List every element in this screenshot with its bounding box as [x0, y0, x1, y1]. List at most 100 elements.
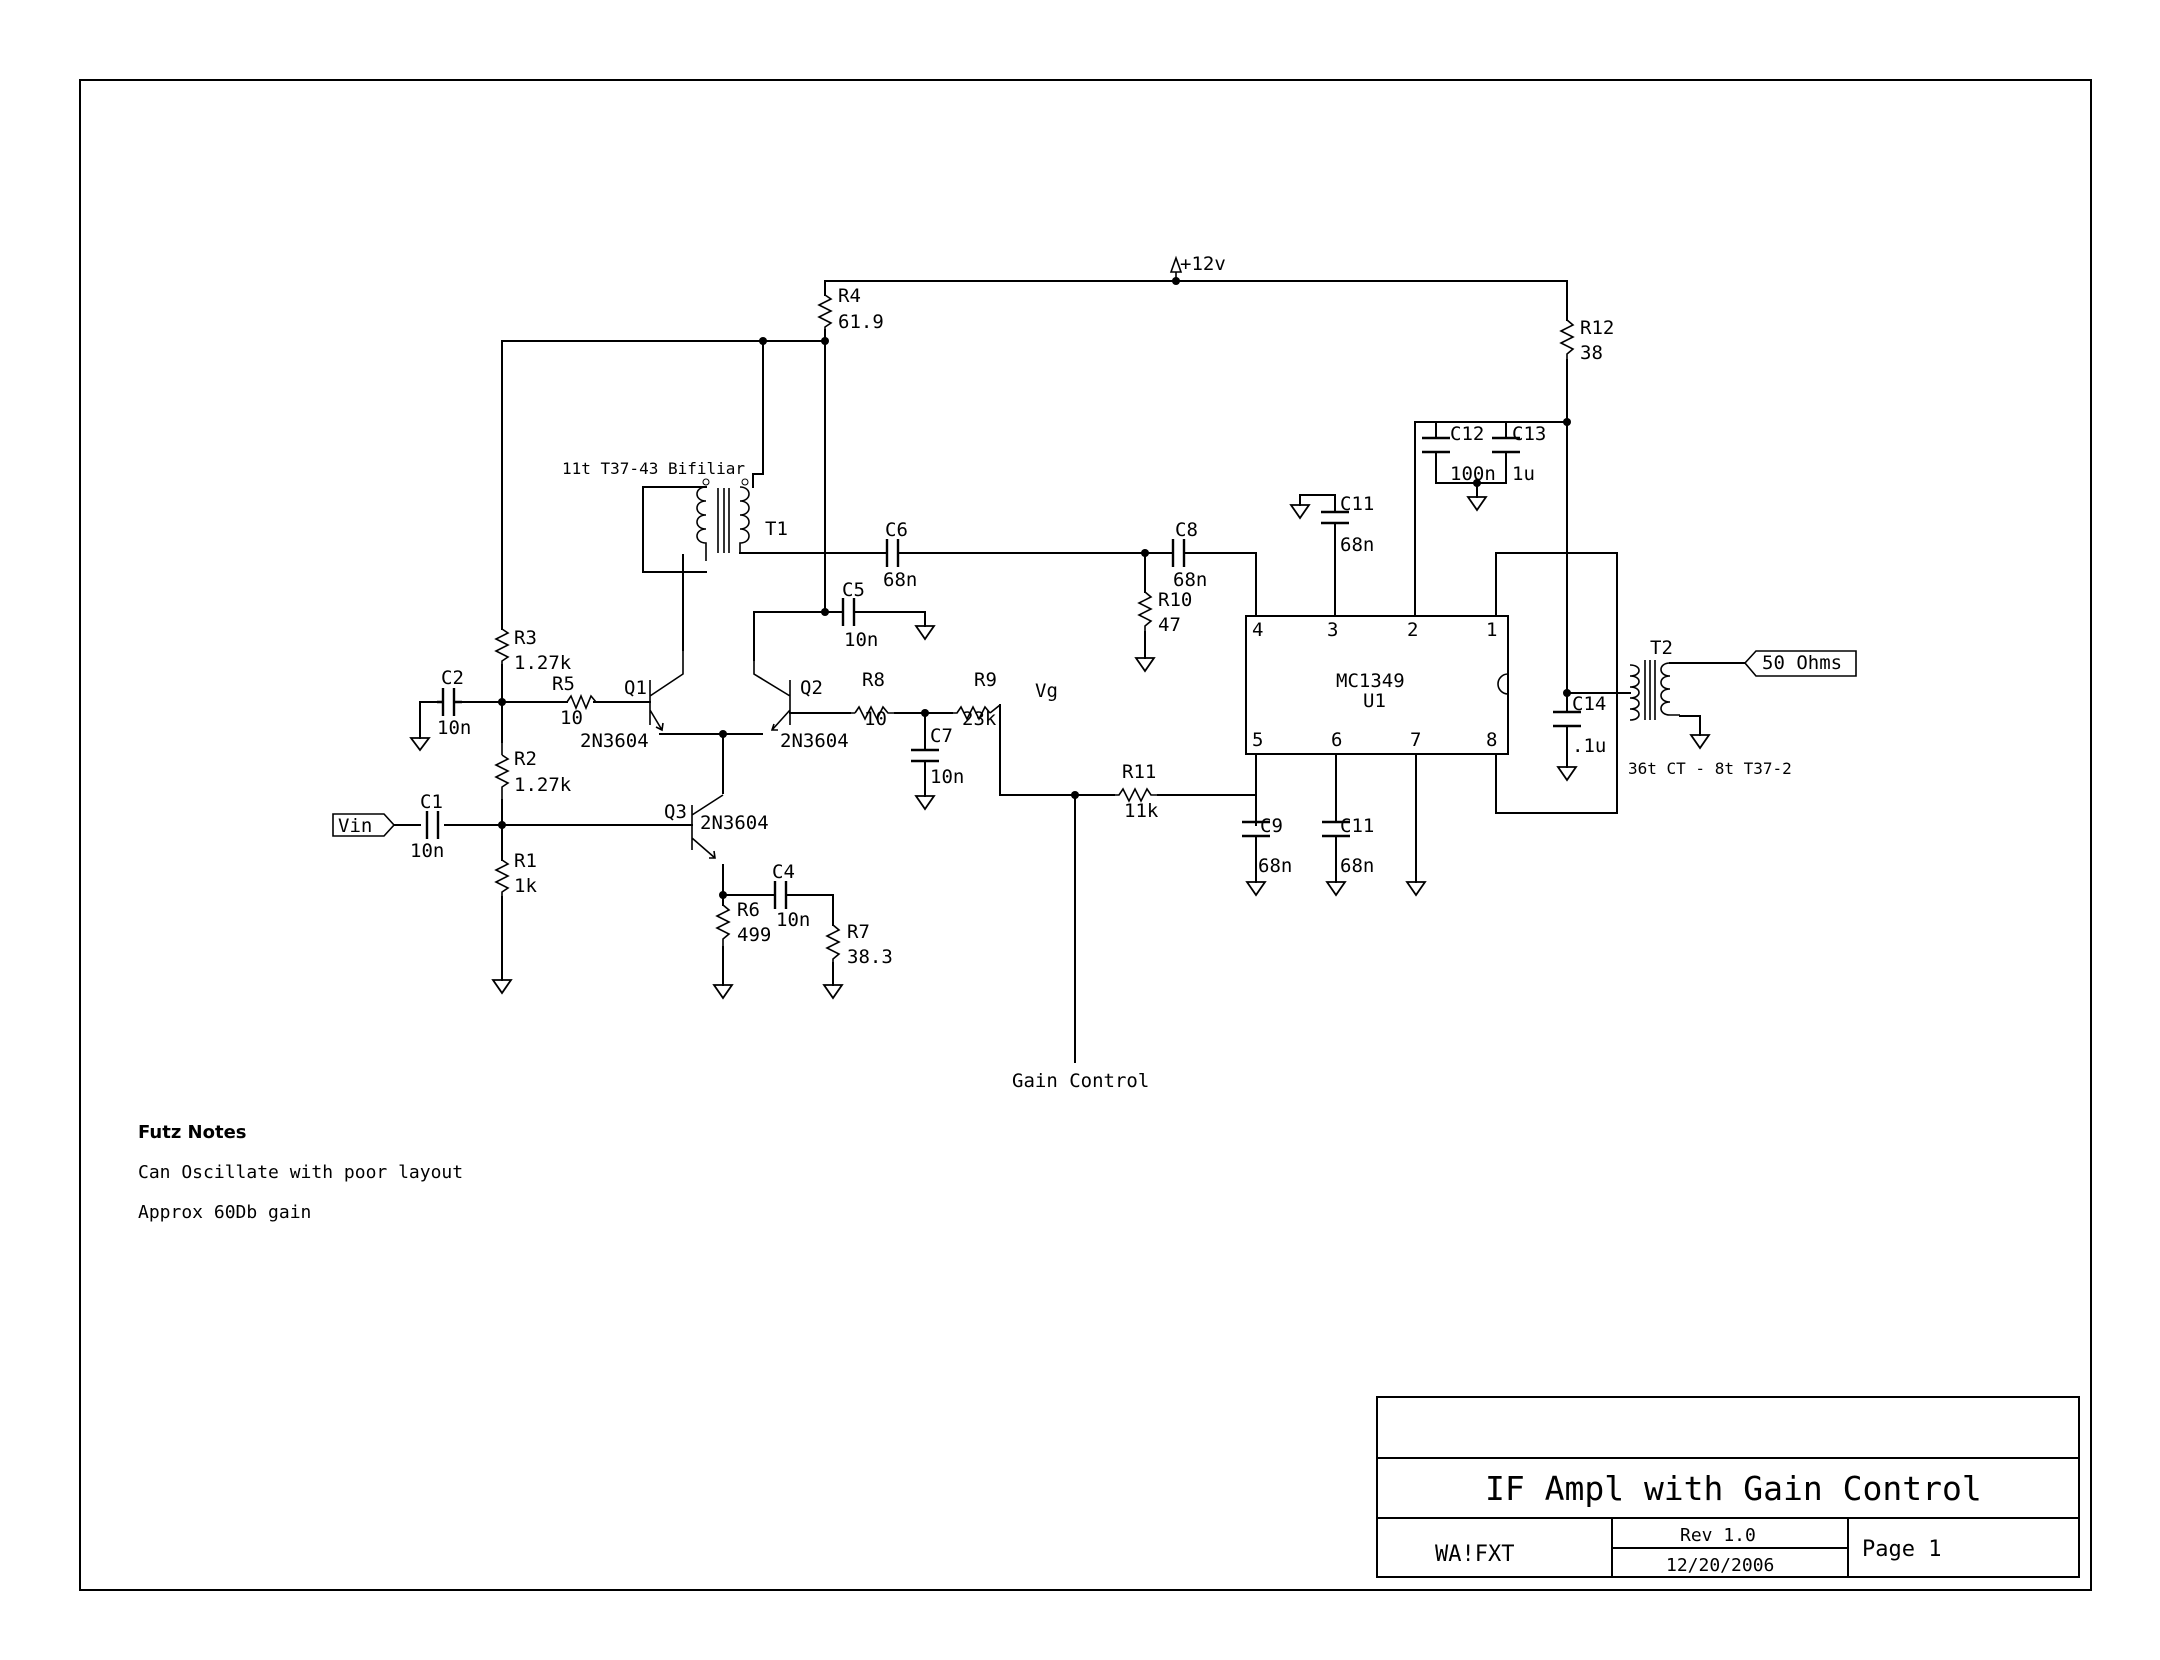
- ground-icon: [712, 984, 734, 1000]
- r10-ref: R10: [1158, 589, 1192, 611]
- ic-pin-2: 2: [1407, 619, 1418, 641]
- ground-icon: [1556, 766, 1578, 782]
- ground-icon: [409, 737, 431, 752]
- capacitor-c6-icon: [885, 539, 900, 567]
- transistor-q3-icon: [691, 794, 724, 859]
- c1-value: 10n: [410, 840, 444, 862]
- capacitor-c8-icon: [1171, 539, 1186, 567]
- transistor-q2-icon: [753, 660, 791, 731]
- r7-value: 38.3: [847, 946, 893, 968]
- resistor-r1-icon: [494, 859, 510, 897]
- r3-ref: R3: [514, 627, 537, 649]
- c1-ref: C1: [420, 791, 443, 813]
- title-block-author: WA!FXT: [1435, 1542, 1514, 1567]
- output-port: [1743, 650, 1857, 677]
- c6-value: 68n: [883, 569, 917, 591]
- c7-ref: C7: [930, 725, 953, 747]
- output-port-label: 50 Ohms: [1762, 652, 1842, 674]
- t2-desc: 36t CT - 8t T37-2: [1628, 759, 1792, 778]
- ground-icon: [1466, 496, 1488, 512]
- supply-arrow-icon: [1169, 255, 1183, 281]
- ic-pin-labels: 4 3 2 1 5 6 7 8: [1252, 619, 1497, 751]
- c13-value-final: 1u: [1512, 463, 1535, 485]
- ground-icon: [914, 795, 936, 811]
- c2-ref: C2: [441, 667, 464, 689]
- component-labels: R4 61.9 R12 38 R3 1.27k R5 10 C2 10n Q1 …: [410, 285, 1792, 1092]
- capacitor-c7-icon: [911, 748, 939, 763]
- r7-ref: R7: [847, 921, 870, 943]
- r1-value: 1k: [514, 875, 537, 897]
- notes-line-2: Approx 60Db gain: [138, 1202, 311, 1223]
- c2-value: 10n: [437, 717, 471, 739]
- notes-title: Futz Notes: [138, 1122, 247, 1143]
- resistor-r3-icon: [494, 628, 510, 665]
- q2-ref: Q2: [800, 677, 823, 699]
- resistor-r7-icon: [825, 924, 841, 963]
- r12-ref: R12: [1580, 317, 1614, 339]
- c6-ref: C6: [885, 519, 908, 541]
- capacitor-c12-icon: [1422, 436, 1450, 454]
- ic-part-label: MC1349: [1336, 670, 1405, 692]
- ic-pin-5: 5: [1252, 729, 1263, 751]
- ground-symbols: [409, 496, 1711, 1000]
- gain-control-label: Gain Control: [1012, 1070, 1149, 1092]
- capacitor-c11-icon: [1322, 820, 1350, 838]
- r12-value: 38: [1580, 342, 1603, 364]
- q1-ref: Q1: [624, 677, 647, 699]
- c5-ref: C5: [842, 579, 865, 601]
- ic-notch-icon: [1497, 673, 1509, 695]
- r9-value: 23k: [962, 708, 997, 730]
- ic-u1: [1245, 615, 1509, 755]
- vin-port: [332, 813, 396, 837]
- r11-ref: R11: [1122, 761, 1156, 783]
- ic-pin-6: 6: [1331, 729, 1342, 751]
- c14-value: .1u: [1572, 735, 1606, 757]
- capacitor-c2-icon: [437, 688, 462, 716]
- r8-ref: R8: [862, 669, 885, 691]
- title-block-rev: Rev 1.0: [1680, 1525, 1756, 1546]
- resistor-r9-icon: [952, 704, 1001, 721]
- c4-value: 10n: [776, 909, 810, 931]
- c12-ref-final: C12: [1450, 423, 1484, 445]
- resistor-r10-icon: [1137, 591, 1153, 632]
- ground-icon: [1289, 504, 1311, 520]
- ground-icon: [491, 979, 513, 995]
- c12-value-final: 100n: [1450, 463, 1496, 485]
- resistor-r11-icon: [1114, 787, 1158, 803]
- transistor-q1-icon: [649, 650, 684, 732]
- c14-ref: C14: [1572, 693, 1606, 715]
- title-block: [1376, 1396, 2080, 1578]
- q3-part: 2N3604: [700, 812, 769, 834]
- ground-icon: [914, 625, 936, 641]
- c5-value: 10n: [844, 629, 878, 651]
- ground-icon: [1405, 881, 1427, 897]
- capacitor-c9-icon: [1242, 820, 1270, 838]
- c10-ref: C11: [1340, 493, 1374, 515]
- ground-icon: [1325, 881, 1347, 897]
- c9-ref: C9: [1260, 815, 1283, 837]
- capacitor-c4-icon: [773, 881, 788, 909]
- t1-desc: 11t T37-43 Bifiliar: [562, 459, 745, 478]
- wires: [393, 280, 1746, 1063]
- ic-pin-4: 4: [1252, 619, 1263, 641]
- r5-value: 10: [560, 707, 583, 729]
- resistor-r8-icon: [850, 705, 895, 721]
- title-block-title: IF Ampl with Gain Control: [1485, 1469, 1982, 1508]
- r1-ref: R1: [514, 850, 537, 872]
- r2-value: 1.27k: [514, 774, 572, 796]
- c7-value: 10n: [930, 766, 964, 788]
- transformer-t2-coil-icon: [1629, 664, 1640, 721]
- sheet-border: [79, 79, 2092, 1591]
- r6-ref: R6: [737, 899, 760, 921]
- vg-label: Vg: [1035, 680, 1058, 702]
- supply-label: +12v: [1180, 253, 1226, 275]
- ic-pin-8: 8: [1486, 729, 1497, 751]
- c10-value: 68n: [1340, 534, 1374, 556]
- c8-ref-final: C8: [1175, 519, 1198, 541]
- notes-line-1: Can Oscillate with poor layout: [138, 1162, 463, 1183]
- ground-icon: [1245, 881, 1267, 897]
- c11-value: 68n: [1340, 855, 1374, 877]
- transistor-symbols: [649, 650, 791, 859]
- r8-value: 10: [864, 708, 887, 730]
